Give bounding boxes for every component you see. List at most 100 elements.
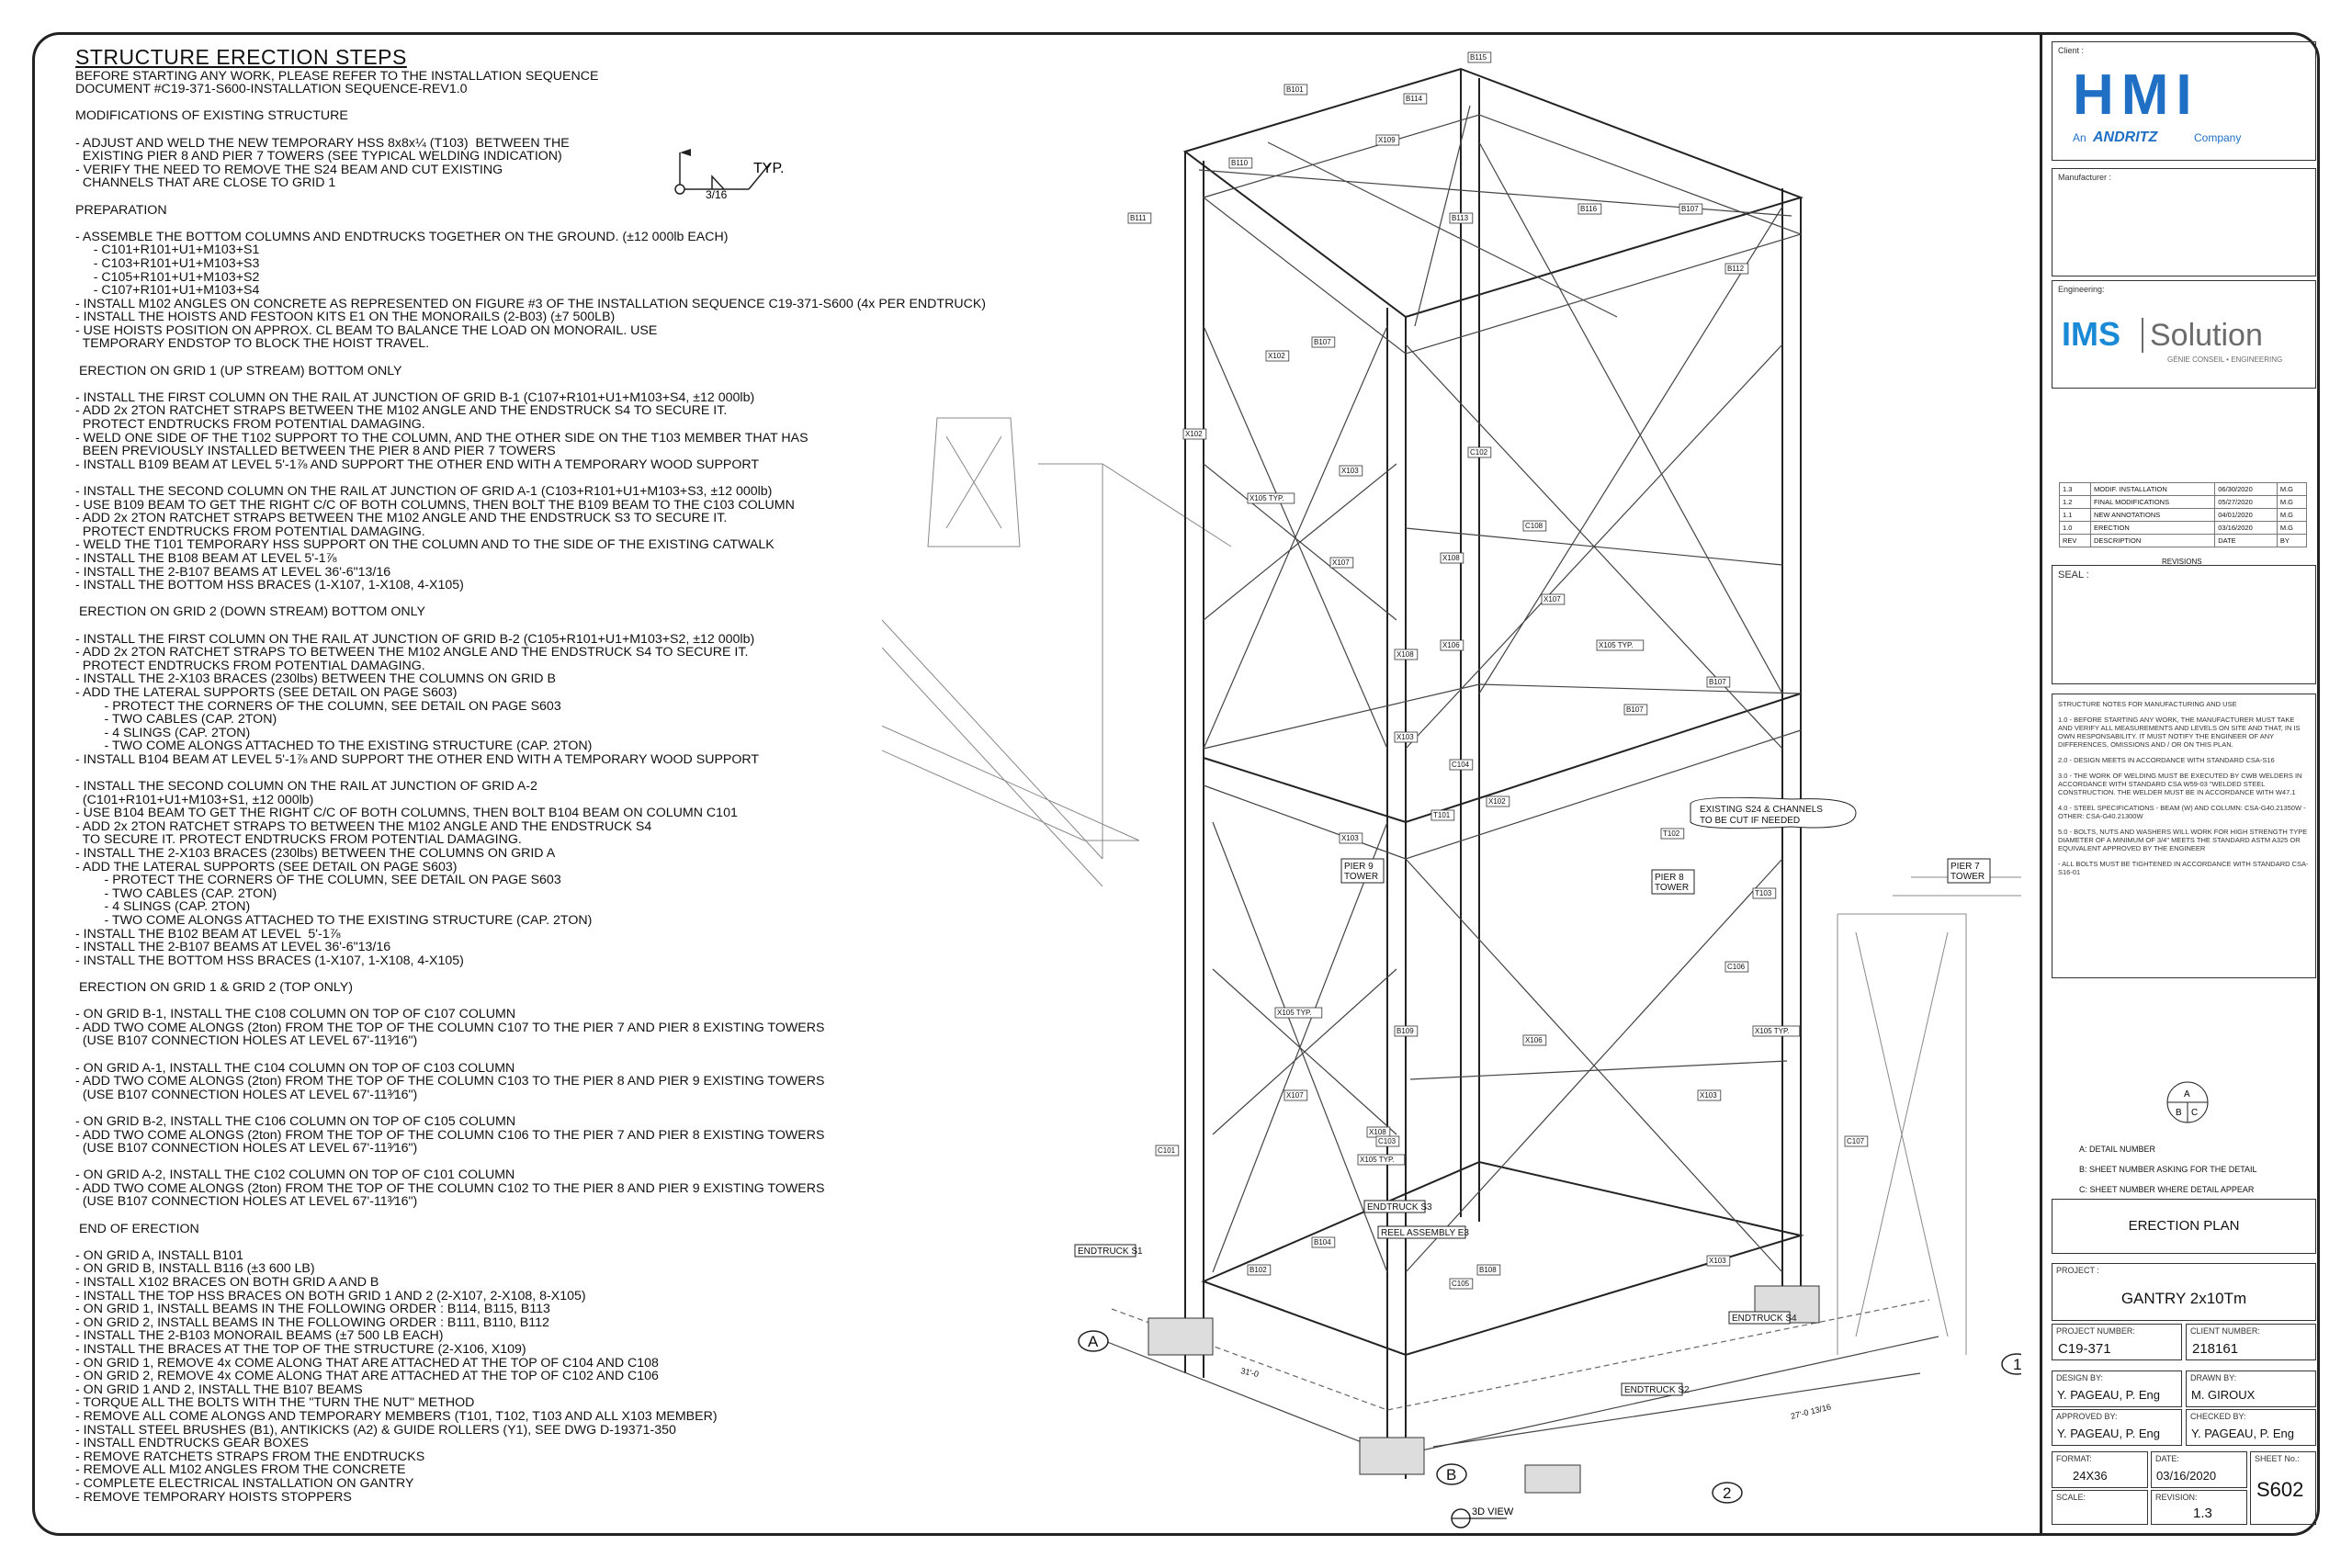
date-label: DATE: — [2155, 1454, 2179, 1463]
endtruck-s4: ENDTRUCK S4 — [1732, 1314, 1797, 1324]
member-tag-label: X105 TYP. — [1250, 494, 1284, 502]
revision-label: REVISION: — [2155, 1493, 2198, 1502]
member-tag: T103 — [1752, 887, 1777, 899]
revision-desc: ERECTION — [2090, 521, 2216, 535]
member-tag-label: X103 — [1341, 834, 1359, 842]
legend-c: C — [2191, 1108, 2198, 1118]
note-line: - INSTALL THE 2-B103 MONORAIL BEAMS (±7 … — [75, 1328, 444, 1344]
dim-27: 27'-0 13/16 — [1790, 1402, 1832, 1421]
drawn-by-cell: DRAWN BY: M. GIROUX — [2186, 1371, 2316, 1407]
member-tag: T102 — [1660, 828, 1685, 840]
note-line: MODIFICATIONS OF EXISTING STRUCTURE — [75, 108, 348, 124]
checked-by-label: CHECKED BY: — [2190, 1412, 2246, 1421]
client-number-label: CLIENT NUMBER: — [2190, 1326, 2260, 1336]
pier9-1: PIER 9 — [1344, 862, 1374, 872]
member-tag-label: X105 TYP. — [1755, 1027, 1790, 1035]
notes-title: STRUCTURE ERECTION STEPS — [75, 45, 407, 69]
member-tag-label: X109 — [1378, 136, 1396, 144]
client-number-cell: CLIENT NUMBER: 218161 — [2186, 1324, 2316, 1360]
member-tag-label: X108 — [1396, 650, 1414, 659]
member-tag-label: T103 — [1755, 889, 1772, 897]
revision-rev: 1.2 — [2058, 495, 2092, 509]
approved-by-label: APPROVED BY: — [2056, 1412, 2118, 1421]
member-tag: X103 — [1339, 465, 1363, 477]
member-tag-label: X103 — [1709, 1257, 1726, 1265]
note-line: - ASSEMBLE THE BOTTOM COLUMNS AND ENDTRU… — [75, 229, 729, 244]
member-tag-label: X106 — [1525, 1036, 1543, 1044]
pier8-2: TOWER — [1655, 883, 1689, 893]
note-line: - INSTALL THE 2-B107 BEAMS AT LEVEL 36'-… — [75, 564, 391, 580]
project-name: GANTRY 2x10Tm — [2120, 1290, 2247, 1307]
note-line: - TORQUE ALL THE BOLTS WITH THE "TURN TH… — [75, 1395, 475, 1411]
client-box: Client : HMI An ANDRITZ Company — [2052, 41, 2316, 161]
pier7-1: PIER 7 — [1951, 862, 1980, 872]
checked-by: Y. PAGEAU, P. Eng — [2191, 1427, 2295, 1440]
member-tag: B110 — [1228, 157, 1253, 169]
scale-label: SCALE: — [2056, 1493, 2086, 1502]
dim-31: 31'-0 — [1240, 1366, 1260, 1379]
seal-box: SEAL : — [2052, 565, 2316, 684]
grid-label-1: 1 — [2013, 1356, 2021, 1373]
legend-a: A — [2184, 1089, 2190, 1100]
drawn-by: M. GIROUX — [2191, 1388, 2256, 1402]
note-line: - ON GRID 1, INSTALL BEAMS IN THE FOLLOW… — [75, 1302, 550, 1317]
revision-by: M.G — [2276, 508, 2308, 522]
member-tag: C105 — [1449, 1278, 1474, 1290]
legend-line-a: A: DETAIL NUMBER — [2079, 1145, 2156, 1154]
member-tag-label: X105 TYP. — [1277, 1009, 1312, 1017]
note-line: ERECTION ON GRID 1 (UP STREAM) BOTTOM ON… — [75, 363, 402, 378]
hmi-sub-prefix: An — [2073, 131, 2086, 144]
legend-line-b: B: SHEET NUMBER ASKING FOR THE DETAIL — [2079, 1165, 2257, 1174]
project-cell: PROJECT : GANTRY 2x10Tm — [2052, 1263, 2316, 1321]
design-by-label: DESIGN BY: — [2056, 1373, 2104, 1382]
note-line: - REMOVE RATCHETS STRAPS FROM THE ENDTRU… — [75, 1449, 425, 1464]
client-label: Client : — [2058, 46, 2085, 55]
note-line: - INSTALL THE SECOND COLUMN ON THE RAIL … — [75, 484, 773, 499]
revision-desc: MODIF. INSTALLATION — [2090, 482, 2216, 496]
structure-note: - ALL BOLTS MUST BE TIGHTENED IN ACCORDA… — [2058, 860, 2309, 876]
member-tag: B116 — [1577, 203, 1602, 215]
member-tag: X108 — [1394, 649, 1419, 660]
member-tag: B104 — [1311, 1236, 1336, 1248]
note-line: BEFORE STARTING ANY WORK, PLEASE REFER T… — [75, 68, 599, 84]
member-tag-label: B102 — [1250, 1266, 1267, 1274]
member-tag: X105 TYP. — [1274, 1007, 1323, 1019]
note-line: - INSTALL THE B108 BEAM AT LEVEL 5'-1⅞ — [75, 550, 337, 566]
member-tag-label: B115 — [1470, 53, 1487, 62]
note-line: - PROTECT THE CORNERS OF THE COLUMN, SEE… — [75, 873, 561, 888]
design-by: Y. PAGEAU, P. Eng — [2057, 1388, 2161, 1402]
note-line: - ADD TWO COME ALONGS (2ton) FROM THE TO… — [75, 1074, 825, 1089]
note-line: BEEN PREVIOUSLY INSTALLED BETWEEN THE PI… — [75, 444, 556, 459]
member-tag: X103 — [1706, 1255, 1731, 1267]
note-line: - ADD THE LATERAL SUPPORTS (SEE DETAIL O… — [75, 684, 458, 700]
member-tag-label: C108 — [1525, 522, 1544, 530]
member-tag-label: C104 — [1452, 761, 1470, 769]
note-line: - ON GRID 2, REMOVE 4x COME ALONG THAT A… — [75, 1369, 659, 1384]
note-line: ERECTION ON GRID 2 (DOWN STREAM) BOTTOM … — [75, 604, 425, 620]
note-line: - INSTALL B109 BEAM AT LEVEL 5'-1⅞ AND S… — [75, 457, 760, 472]
note-line: - INSTALL THE B102 BEAM AT LEVEL 5'-1⅞ — [75, 926, 341, 942]
pier8-1: PIER 8 — [1655, 873, 1684, 883]
member-tag: B107 — [1311, 336, 1336, 348]
note-line: - ON GRID 2, INSTALL BEAMS IN THE FOLLOW… — [75, 1314, 549, 1330]
existing-callout-2: TO BE CUT IF NEEDED — [1700, 816, 1800, 826]
erection-notes: STRUCTURE ERECTION STEPS BEFORE STARTING… — [75, 45, 1132, 1504]
ims-tag: GÉNIE CONSEIL • ENGINEERING — [2167, 355, 2282, 364]
note-line: - INSTALL ENDTRUCKS GEAR BOXES — [75, 1436, 309, 1451]
note-line: - INSTALL M102 ANGLES ON CONCRETE AS REP… — [75, 296, 987, 311]
member-tag: C107 — [1844, 1135, 1869, 1147]
format: 24X36 — [2073, 1469, 2108, 1483]
note-line: (C101+R101+U1+M103+S1, ±12 000lb) — [75, 792, 314, 807]
member-tag: C102 — [1467, 446, 1492, 458]
member-tag: X107 — [1541, 593, 1566, 605]
drawing-title: ERECTION PLAN — [2128, 1218, 2240, 1234]
member-tag: X103 — [1339, 832, 1363, 844]
grid-label-b: B — [1446, 1466, 1456, 1483]
legend-line-c: C: SHEET NUMBER WHERE DETAIL APPEAR — [2079, 1185, 2255, 1194]
note-line: CHANNELS THAT ARE CLOSE TO GRID 1 — [75, 175, 336, 191]
note-line: - INSTALL THE TOP HSS BRACES ON BOTH GRI… — [75, 1288, 586, 1303]
note-line: - ADD 2x 2TON RATCHET STRAPS TO BETWEEN … — [75, 818, 652, 834]
